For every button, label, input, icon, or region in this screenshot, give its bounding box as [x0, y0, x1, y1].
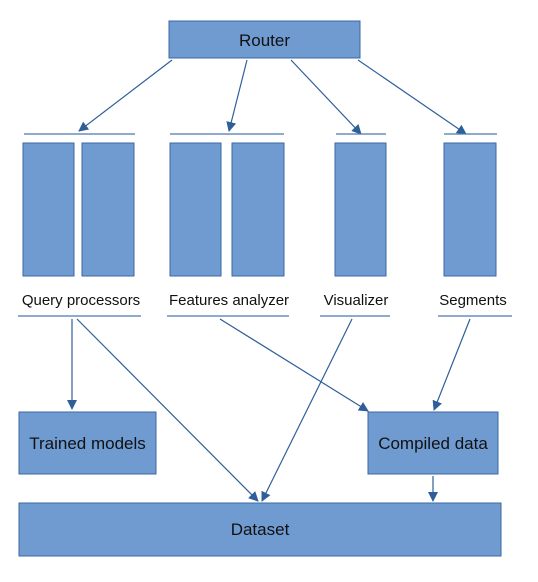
dataset-label: Dataset: [231, 520, 290, 539]
arrow-router-to-features-analyzer: [226, 59, 248, 132]
query-processors-group: [22, 142, 135, 277]
router-node: Router: [168, 20, 361, 59]
trained-models-node: Trained models: [18, 411, 157, 475]
dataset-node: Dataset: [18, 502, 502, 557]
segments-label: Segments: [439, 292, 507, 309]
visualizer-instance: [334, 142, 387, 277]
query-processor-instance-1: [22, 142, 75, 277]
features-analyzer-instance-2: [231, 142, 285, 277]
arrow-visualizer-to-dataset: [261, 318, 353, 502]
query-processors-label: Query processors: [22, 292, 140, 309]
arrow-segments-to-compiled-data: [432, 318, 471, 411]
arrow-query-processors-to-dataset: [76, 318, 259, 502]
arrow-router-to-segments: [357, 59, 467, 135]
features-analyzer-instance-1: [169, 142, 222, 277]
arrow-router-to-visualizer: [290, 59, 362, 135]
features-analyzer-group: [169, 142, 285, 277]
router-label: Router: [239, 31, 290, 50]
compiled-data-node: Compiled data: [367, 411, 499, 475]
trained-models-label: Trained models: [29, 434, 146, 453]
segments-instance: [443, 142, 497, 277]
features-analyzer-label: Features analyzer: [169, 292, 289, 309]
arrow-features-analyzer-to-compiled-data: [219, 318, 369, 412]
query-processor-instance-2: [81, 142, 135, 277]
visualizer-label: Visualizer: [324, 292, 389, 309]
compiled-data-label: Compiled data: [378, 434, 488, 453]
arrow-router-to-query-processors: [78, 59, 173, 132]
